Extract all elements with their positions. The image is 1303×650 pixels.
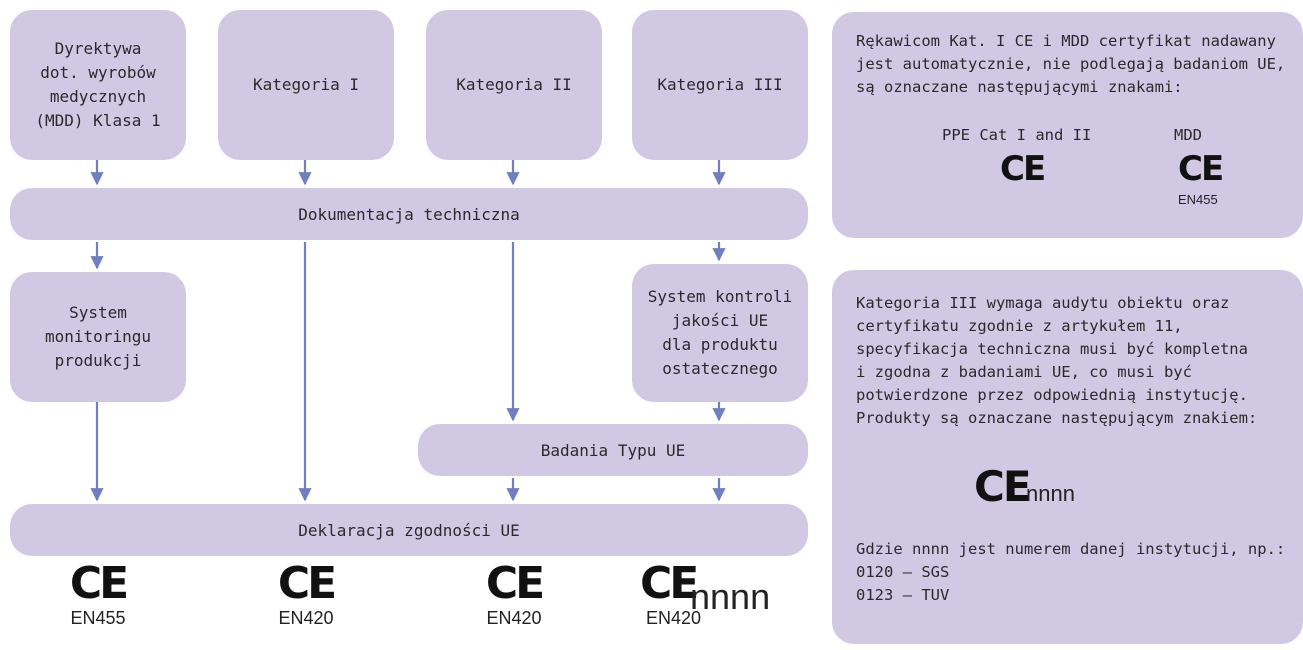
ce-logo-ppe: CE [1000,149,1046,189]
panel-text: Kategoria III wymaga audytu obiektu oraz… [856,294,1258,427]
box-mdd-class1: Dyrektywa dot. wyrobów medycznych (MDD) … [10,10,186,160]
ce-mark-en420-cat2: CE EN420 [466,562,562,629]
ce-standard-label: EN420 [486,608,542,628]
box-production-monitoring: System monitoringu produkcji [10,272,186,402]
ce-mark-en455: CE EN455 [50,562,146,629]
ce-logo: CE [485,558,545,609]
box-quality-control: System kontroli jakości UE dla produktu … [632,264,808,402]
bar-eu-type-examination: Badania Typu UE [418,424,808,476]
box-category-1: Kategoria I [218,10,394,160]
panel-cat1-mdd-info: Rękawicom Kat. I CE i MDD certyfikat nad… [832,12,1303,238]
ce-notified-body-number: nnnn [1026,481,1075,506]
ce-logo: CE [277,558,337,609]
bar-technical-documentation: Dokumentacja techniczna [10,188,808,240]
ce-logo-mdd: CE [1178,149,1224,189]
label-mdd: MDD [1174,126,1202,144]
ce-standard-label: EN420 [278,608,334,628]
panel-footer-text: Gdzie nnnn jest numerem danej instytucji… [856,540,1286,604]
panel-text: Rękawicom Kat. I CE i MDD certyfikat nad… [856,32,1286,96]
box-category-3: Kategoria III [632,10,808,160]
ce-mark-en420-cat1: CE EN420 [258,562,354,629]
ce-notified-body-number: nnnn [690,576,771,617]
ce-logo: CE [974,462,1031,511]
label-ppe-cat: PPE Cat I and II [942,126,1092,144]
bar-eu-declaration-of-conformity: Deklaracja zgodności UE [10,504,808,556]
mdd-standard-label: EN455 [1178,192,1218,207]
ce-logo: CE [640,558,699,609]
ce-logo: CE [69,558,129,609]
panel-cat3-info: Kategoria III wymaga audytu obiektu oraz… [832,270,1303,644]
ce-standard-label: EN420 [646,608,702,628]
ce-standard-label: EN455 [70,608,126,628]
box-category-2: Kategoria II [426,10,602,160]
ce-mark-en420-cat3: CE nnnn EN420 [640,562,800,629]
